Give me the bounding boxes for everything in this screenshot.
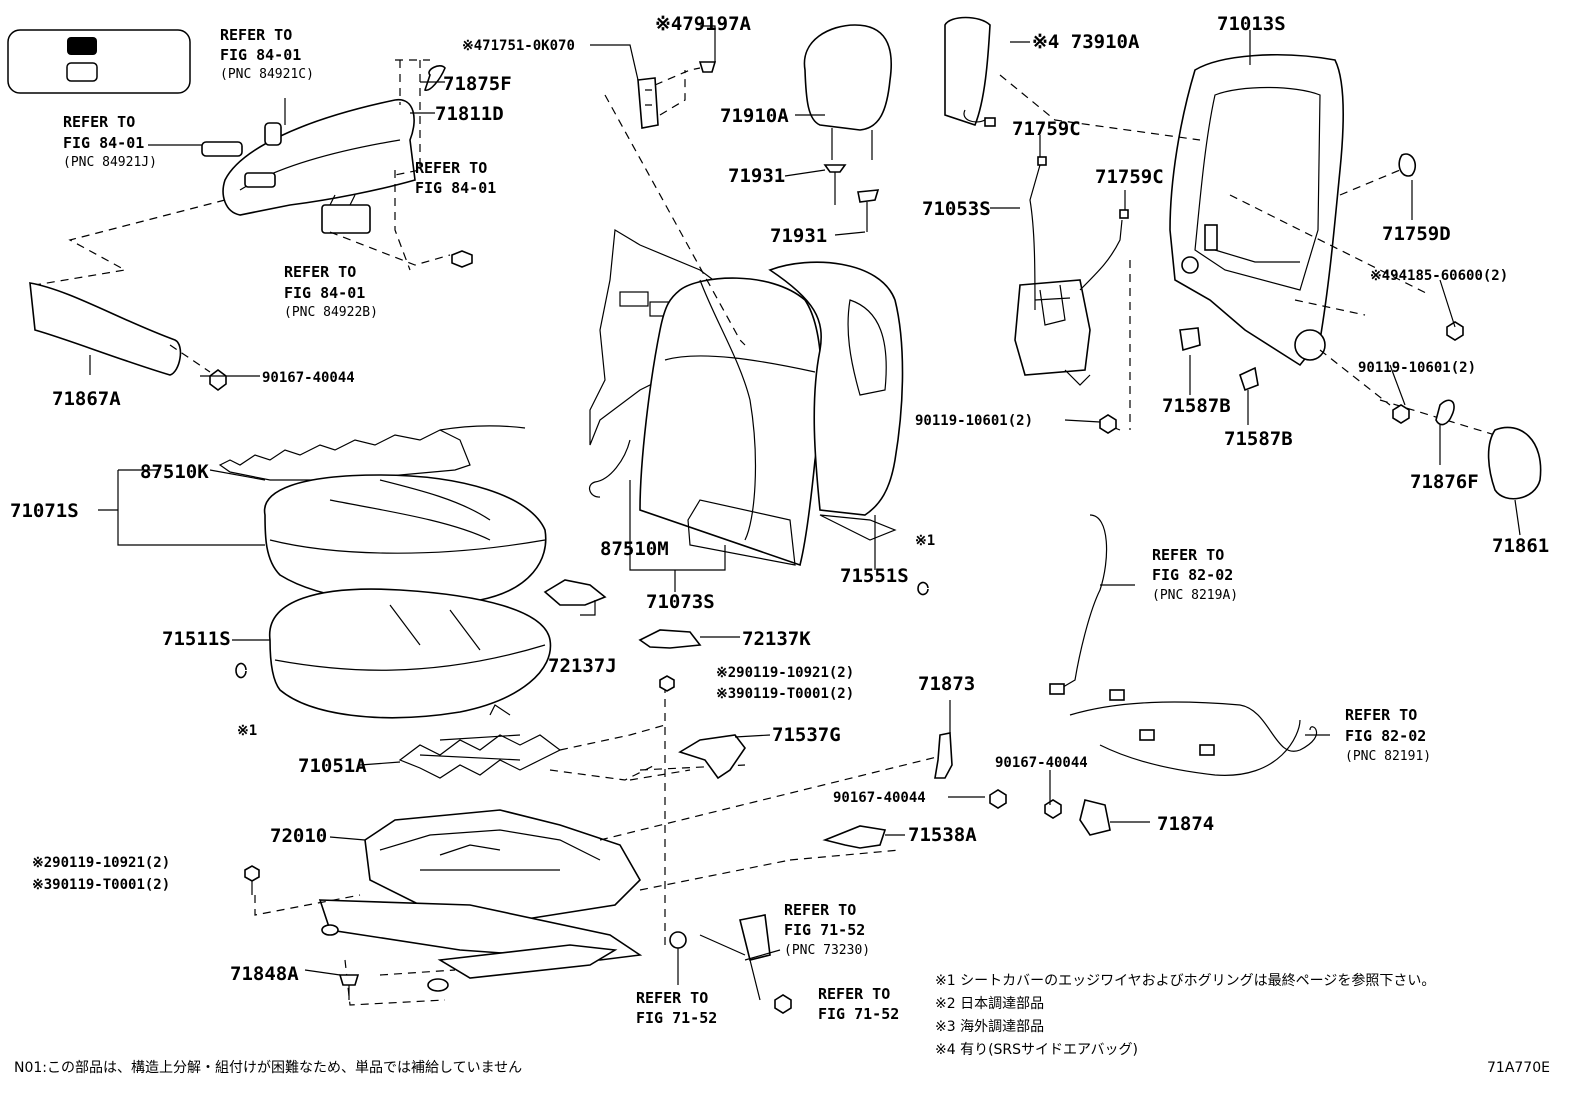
label-71861: 71861 (1492, 535, 1549, 557)
label-90119-10601-a: 90119-10601(2) (1358, 360, 1476, 376)
svg-text:REFER TO: REFER TO (220, 26, 292, 44)
label-71759C-b: 71759C (1095, 166, 1164, 188)
svg-text:REFER TO: REFER TO (784, 901, 856, 919)
label-79197A: ※479197A (655, 13, 752, 35)
label-71511S: 71511S (162, 628, 231, 650)
label-90167-40044-c: 90167-40044 (995, 755, 1088, 771)
refer-84-01: REFER TO FIG 84-01 (415, 159, 496, 197)
label-71811D: 71811D (435, 103, 504, 125)
refer-84922B: REFER TO FIG 84-01 (PNC 84922B) (284, 263, 378, 320)
label-90119-T0001-mid: ※390119-T0001(2) (716, 686, 854, 702)
svg-text:REFER TO: REFER TO (818, 985, 890, 1003)
label-90119-10921-mid: ※290119-10921(2) (716, 665, 854, 681)
svg-text:REFER TO: REFER TO (284, 263, 356, 281)
label-94185-60600: ※494185-60600(2) (1370, 268, 1508, 284)
label-73910A: ※4 73910A (1032, 31, 1140, 53)
svg-text:(PNC 73230): (PNC 73230) (784, 943, 870, 958)
figure-code: 71A770E (1487, 1060, 1550, 1076)
svg-text:(PNC 84921J): (PNC 84921J) (63, 155, 157, 170)
note-1: ※1 シートカバーのエッジワイヤおよびホグリングは最終ページを参照下さい。 (935, 972, 1435, 989)
label-87510M: 87510M (600, 538, 669, 560)
label-90119-10921-left: ※290119-10921(2) (32, 855, 170, 871)
note-n01: N01:この部品は、構造上分解・組付けが困難なため、単品では補給していません (14, 1060, 522, 1076)
refer-73230: REFER TO FIG 71-52 (PNC 73230) (784, 901, 870, 958)
refer-84921J: REFER TO FIG 84-01 (PNC 84921J) (63, 113, 157, 170)
label-90167-40044-a: 90167-40044 (262, 370, 355, 386)
note-2: ※2 日本調達部品 (935, 996, 1044, 1012)
svg-text:FIG 84-01: FIG 84-01 (415, 179, 496, 197)
label-71867A: 71867A (52, 388, 121, 410)
label-72137K: 72137K (742, 628, 811, 650)
svg-text:FIG 84-01: FIG 84-01 (284, 284, 365, 302)
label-71931-a: 71931 (728, 165, 785, 187)
label-71874: 71874 (1157, 813, 1214, 835)
svg-text:FIG 82-02: FIG 82-02 (1152, 566, 1233, 584)
refer-84921C: REFER TO FIG 84-01 (PNC 84921C) (220, 26, 314, 82)
svg-text:REFER TO: REFER TO (63, 113, 135, 131)
label-star1-a: ※1 (237, 723, 257, 739)
svg-text:REFER TO: REFER TO (1345, 706, 1417, 724)
svg-text:REFER TO: REFER TO (415, 159, 487, 177)
label-71931-b: 71931 (770, 225, 827, 247)
label-71751-0K070: ※471751-0K070 (462, 38, 575, 54)
label-71848A: 71848A (230, 963, 299, 985)
label-87510K: 87510K (140, 461, 209, 483)
svg-text:FIG 71-52: FIG 71-52 (636, 1009, 717, 1027)
label-90119-T0001-left: ※390119-T0001(2) (32, 877, 170, 893)
svg-text:FIG 84-01: FIG 84-01 (220, 46, 301, 64)
label-71051A: 71051A (298, 755, 367, 777)
refer-71-52-right: REFER TO FIG 71-52 (818, 985, 899, 1023)
label-71551S: 71551S (840, 565, 909, 587)
label-71875F: 71875F (443, 73, 512, 95)
svg-text:REFER TO: REFER TO (636, 989, 708, 1007)
svg-text:(PNC 84922B): (PNC 84922B) (284, 305, 378, 320)
label-72137J: 72137J (548, 655, 617, 677)
label-71071S: 71071S (10, 500, 79, 522)
svg-text:(PNC 8219A): (PNC 8219A) (1152, 588, 1238, 603)
label-71538A: 71538A (908, 824, 977, 846)
svg-text:FIG 84-01: FIG 84-01 (63, 134, 144, 152)
label-71073S: 71073S (646, 591, 715, 613)
refer-82191: REFER TO FIG 82-02 (PNC 82191) (1345, 706, 1431, 764)
label-90119-10601-b: 90119-10601(2) (915, 413, 1033, 429)
label-71053S: 71053S (922, 198, 991, 220)
label-72010: 72010 (270, 825, 327, 847)
label-71759D: 71759D (1382, 223, 1451, 245)
label-71537G: 71537G (772, 724, 841, 746)
label-71910A: 71910A (720, 105, 789, 127)
side-shield-group (201, 65, 473, 268)
note-4: ※4 有り(SRSサイドエアバッグ) (935, 1042, 1138, 1058)
refer-8219A: REFER TO FIG 82-02 (PNC 8219A) (1152, 546, 1238, 603)
label-71876F: 71876F (1410, 471, 1479, 493)
label-star1-b: ※1 (915, 533, 935, 549)
label-71013S: 71013S (1217, 13, 1286, 35)
svg-text:FIG 71-52: FIG 71-52 (818, 1005, 899, 1023)
note-3: ※3 海外調達部品 (935, 1019, 1044, 1035)
legend-swatch-filled (67, 37, 97, 55)
label-71587B-a: 71587B (1162, 395, 1231, 417)
svg-text:(PNC 84921C): (PNC 84921C) (220, 67, 314, 82)
svg-text:REFER TO: REFER TO (1152, 546, 1224, 564)
label-90167-40044-b: 90167-40044 (833, 790, 926, 806)
svg-text:FIG 71-52: FIG 71-52 (784, 921, 865, 939)
svg-text:FIG 82-02: FIG 82-02 (1345, 727, 1426, 745)
legend-swatch-empty (66, 62, 98, 82)
legend-box (7, 29, 191, 94)
refer-71-52-left: REFER TO FIG 71-52 (636, 989, 717, 1027)
71867A-part (29, 282, 182, 376)
label-71759C-a: 71759C (1012, 118, 1081, 140)
label-71873: 71873 (918, 673, 975, 695)
svg-text:(PNC 82191): (PNC 82191) (1345, 749, 1431, 764)
label-71587B-b: 71587B (1224, 428, 1293, 450)
